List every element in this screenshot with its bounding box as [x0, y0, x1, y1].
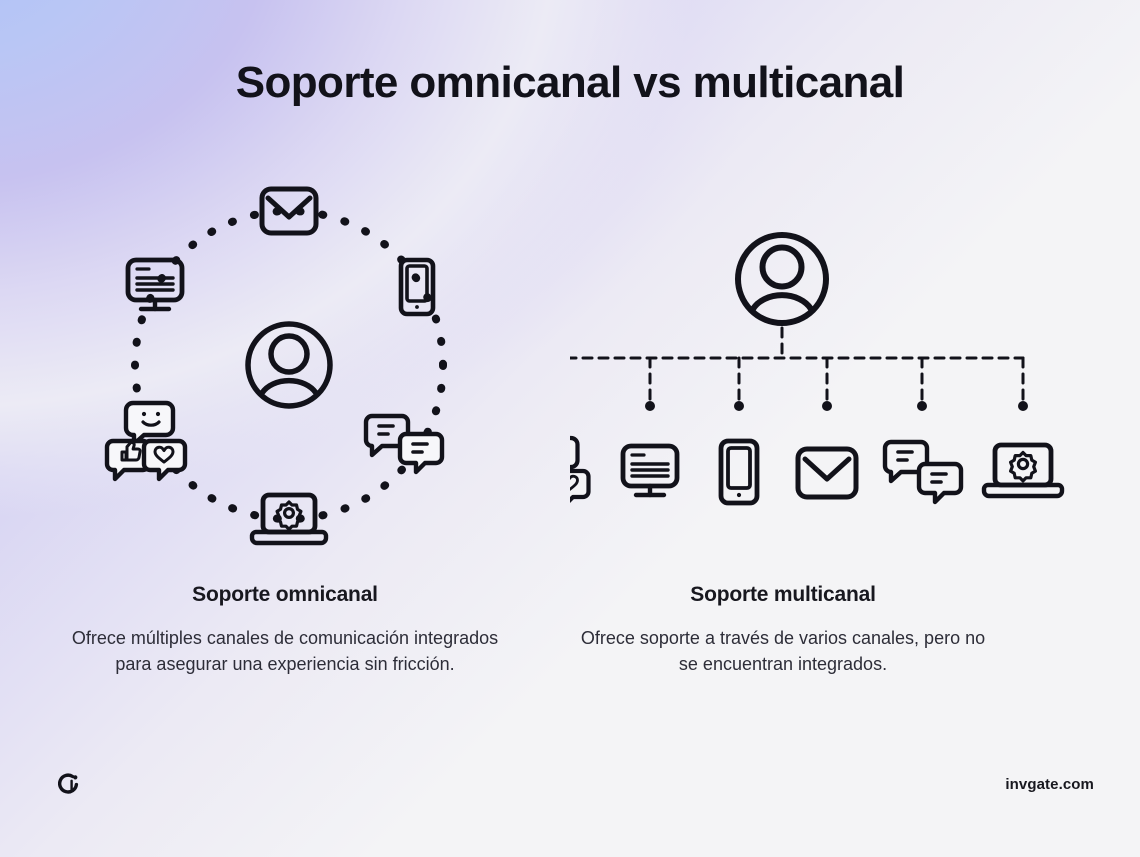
omnichannel-caption: Soporte omnicanal Ofrece múltiples canal…	[25, 583, 545, 678]
multichannel-svg	[570, 232, 1065, 506]
user-avatar-icon	[245, 321, 333, 409]
smartphone-icon	[398, 257, 436, 317]
envelope-icon	[795, 446, 859, 500]
multichannel-description: Ofrece soporte a través de varios canale…	[580, 628, 986, 675]
omnichannel-diagram	[0, 160, 570, 580]
omnichannel-heading: Soporte omnicanal	[192, 583, 378, 606]
gear-icon	[1009, 450, 1037, 483]
envelope-icon	[259, 186, 319, 236]
laptop-gear-icon	[249, 492, 329, 546]
monitor-icon	[620, 443, 680, 498]
tree-connectors	[570, 326, 1025, 402]
invgate-logo	[58, 773, 79, 794]
omnichannel-description: Ofrece múltiples canales de comunicación…	[71, 628, 499, 675]
branch-dots	[645, 401, 1028, 411]
feedback-bubbles-icon	[570, 435, 591, 503]
feedback-bubbles-icon	[104, 400, 188, 482]
multichannel-diagram	[570, 160, 1140, 580]
laptop-gear-icon	[981, 442, 1065, 499]
gear-icon	[275, 500, 303, 531]
chat-bubbles-icon	[363, 413, 445, 475]
user-avatar-icon	[735, 232, 829, 326]
footer-url: invgate.com	[1005, 776, 1094, 793]
multichannel-caption: Soporte multicanal Ofrece soporte a trav…	[523, 583, 1043, 678]
smartphone-icon	[718, 438, 760, 506]
omnichannel-ring	[131, 207, 447, 523]
multichannel-heading: Soporte multicanal	[690, 583, 876, 606]
page-title: Soporte omnicanal vs multicanal	[235, 58, 905, 107]
omnichannel-svg	[104, 186, 447, 546]
chat-bubbles-icon	[882, 439, 964, 505]
monitor-icon	[125, 257, 185, 312]
